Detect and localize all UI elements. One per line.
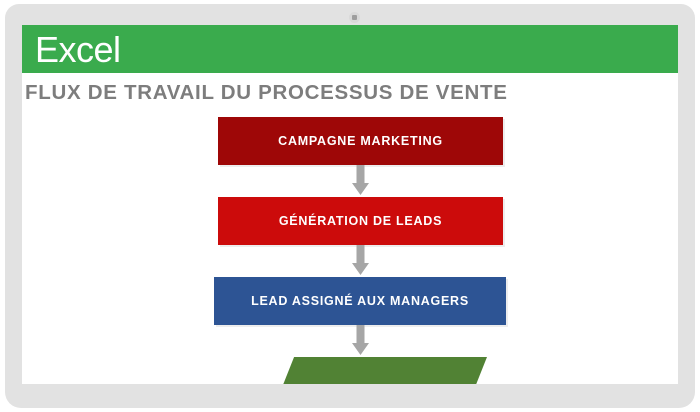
arrow-down-icon — [352, 325, 369, 355]
screen-surface: Excel FLUX DE TRAVAIL DU PROCESSUS DE VE… — [22, 25, 678, 384]
arrow-down-icon — [352, 165, 369, 195]
flow-node-lead-assigne-aux-managers[interactable]: LEAD ASSIGNÉ AUX MANAGERS — [214, 277, 506, 325]
flow-node-partially-visible[interactable] — [275, 357, 487, 384]
flow-node-label: LEAD ASSIGNÉ AUX MANAGERS — [251, 294, 469, 308]
flow-node-label: CAMPAGNE MARKETING — [278, 134, 443, 148]
flow-node-campagne-marketing[interactable]: CAMPAGNE MARKETING — [218, 117, 503, 165]
page-title: FLUX DE TRAVAIL DU PROCESSUS DE VENTE — [25, 81, 508, 104]
flow-connector-2 — [22, 245, 678, 277]
flow-node-label: GÉNÉRATION DE LEADS — [278, 214, 443, 228]
flow-connector-1 — [22, 165, 678, 197]
arrow-down-icon — [352, 245, 369, 275]
excel-wordmark: Excel — [35, 29, 121, 70]
excel-brand-band: Excel — [22, 25, 678, 73]
webcam-icon — [349, 12, 360, 23]
flow-connector-3 — [22, 325, 678, 357]
flowchart: CAMPAGNE MARKETING GÉNÉRATION DE LEADS L… — [22, 117, 678, 384]
flow-node-generation-de-leads[interactable]: GÉNÉRATION DE LEADS — [218, 197, 503, 245]
